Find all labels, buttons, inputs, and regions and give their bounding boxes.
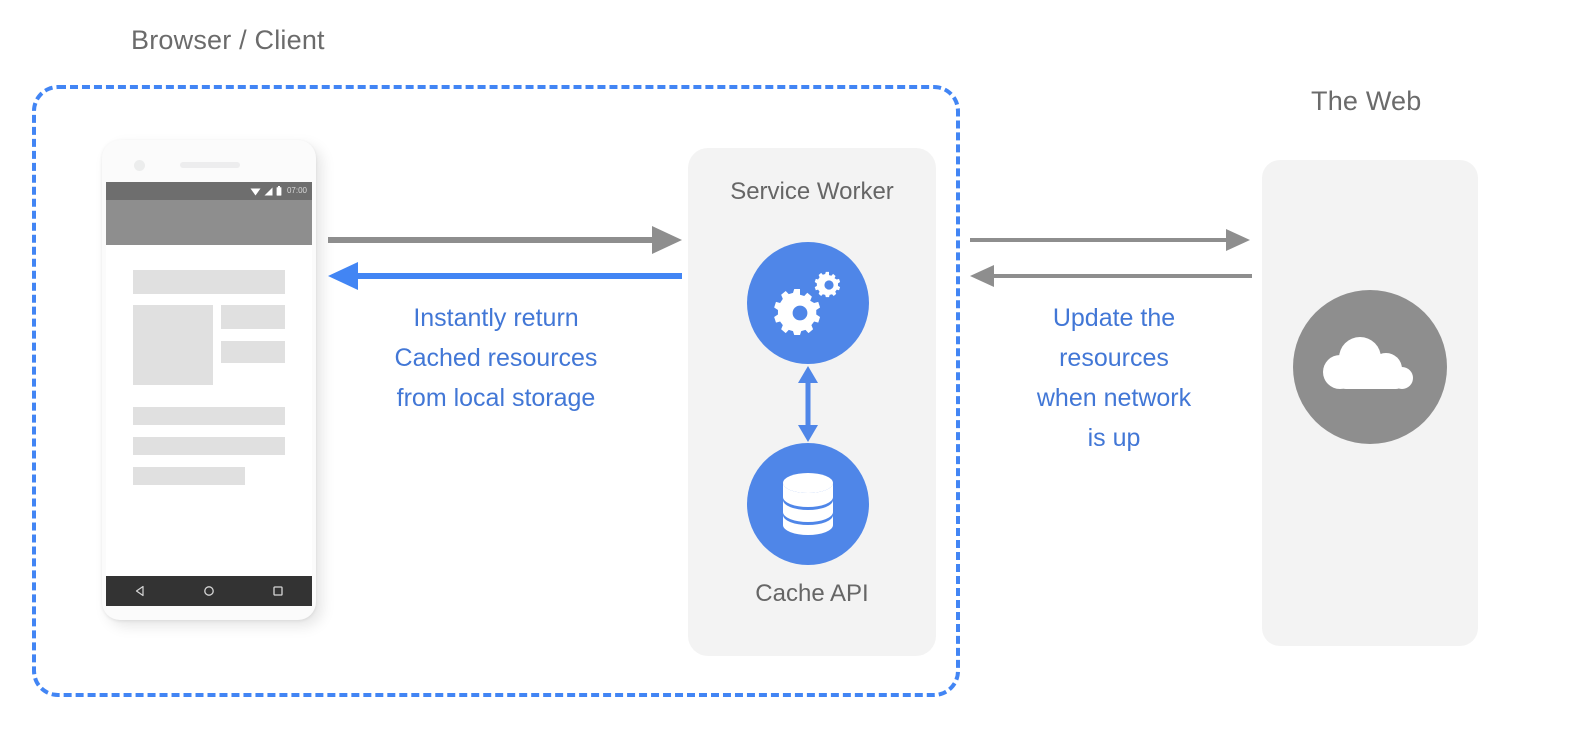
phone-status-bar: 07:00 [106, 182, 312, 200]
network-response-arrow [970, 265, 1252, 287]
request-arrow [328, 226, 682, 254]
phone-screen: 07:00 [106, 182, 312, 576]
placeholder-block [133, 467, 245, 485]
phone-speaker-icon [180, 162, 240, 168]
database-icon [747, 443, 869, 565]
home-icon[interactable] [203, 585, 215, 597]
client-phone-mockup: 07:00 [102, 140, 316, 620]
phone-content-placeholders [106, 245, 312, 576]
battery-icon [276, 186, 282, 196]
service-worker-label: Service Worker [730, 178, 894, 205]
the-web-panel [1262, 160, 1478, 646]
placeholder-block [133, 305, 213, 385]
signal-icon [264, 187, 273, 195]
back-icon[interactable] [134, 585, 146, 597]
cache-read-write-arrow [798, 366, 818, 442]
browser-boundary-box [32, 85, 960, 697]
cloud-icon [1293, 290, 1447, 444]
placeholder-block [133, 407, 285, 425]
cached-response-arrow [328, 262, 682, 290]
network-update-annotation: Update the resources when network is up [1036, 304, 1192, 452]
browser-client-title: Browser / Client [131, 25, 325, 55]
recents-icon[interactable] [272, 585, 284, 597]
phone-navigation-bar [106, 576, 312, 606]
placeholder-block [221, 305, 285, 329]
phone-camera-icon [134, 160, 145, 171]
cached-response-annotation: Instantly return Cached resources from l… [394, 304, 598, 412]
network-request-arrow [970, 229, 1250, 251]
the-web-title: The Web [1311, 86, 1422, 116]
status-bar-time: 07:00 [286, 186, 307, 195]
cache-api-label: Cache API [755, 580, 869, 607]
wifi-icon [250, 188, 261, 195]
service-worker-panel: Service Worker [688, 148, 936, 656]
placeholder-block [133, 270, 285, 294]
service-worker-web-arrows [970, 229, 1252, 287]
placeholder-block [221, 341, 285, 363]
phone-app-bar [106, 200, 312, 245]
placeholder-block [133, 437, 285, 455]
gears-icon [747, 242, 869, 364]
client-service-worker-arrows [328, 226, 682, 290]
